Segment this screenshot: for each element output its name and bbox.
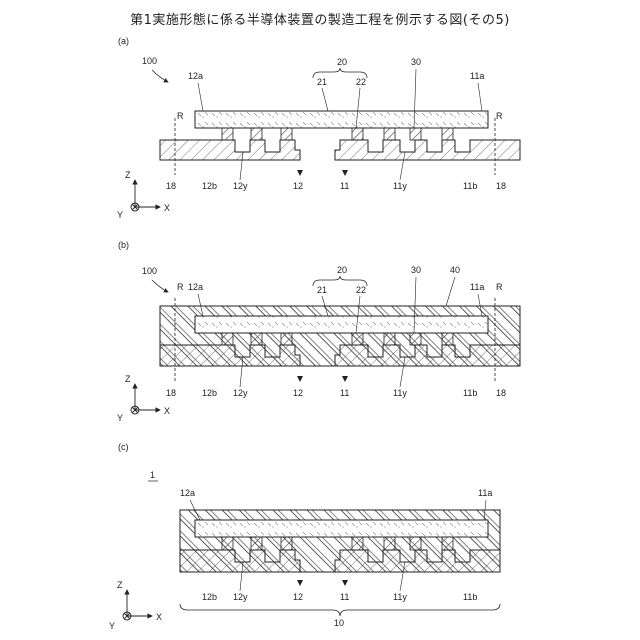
axis-y-a: Y	[117, 210, 123, 220]
panel-a: (a) 100 R R 12a 11a 20 21 22	[117, 36, 520, 220]
axis-triad-c: Z X Y	[109, 580, 162, 631]
label-22-a: 22	[356, 77, 366, 87]
label-12-a: 12	[293, 181, 303, 191]
axis-triad-b: Z X Y	[117, 374, 170, 423]
label-20-a: 20	[337, 57, 347, 67]
label-12y-b: 12y	[233, 388, 248, 398]
axis-z-c: Z	[117, 580, 123, 590]
label-18-right-a: 18	[496, 181, 506, 191]
label-12y-a: 12y	[233, 181, 248, 191]
substrate-11-b	[335, 345, 520, 366]
substrate-11	[335, 140, 520, 160]
label-12b-b: 12b	[202, 388, 217, 398]
substrate-11-c	[335, 550, 500, 572]
label-11a-a: 11a	[470, 71, 484, 81]
label-11a-b: 11a	[470, 282, 484, 292]
label-18-left-b: 18	[166, 388, 176, 398]
label-12a-b: 12a	[188, 282, 203, 292]
label-30-a: 30	[411, 57, 421, 67]
label-R-right-a: R	[496, 111, 503, 121]
label-12b-c: 12b	[202, 592, 217, 602]
label-11a-c: 11a	[478, 488, 492, 498]
axis-x-c: X	[156, 612, 162, 622]
label-12-b: 12	[293, 388, 303, 398]
label-12a-c: 12a	[180, 488, 195, 498]
label-12b-a: 12b	[202, 181, 217, 191]
panel-b-tag: (b)	[118, 240, 129, 250]
label-10-c: 10	[334, 618, 344, 628]
ref-1-c: 1	[150, 470, 155, 480]
panel-b: (b) 100 R R 12a 11a 20 21 22	[117, 240, 520, 423]
label-R-left-b: R	[177, 282, 184, 292]
axis-x-b: X	[164, 406, 170, 416]
label-12a-a: 12a	[188, 71, 203, 81]
brace-10	[180, 604, 500, 616]
label-12y-c: 12y	[233, 592, 248, 602]
axis-triad-a: Z X Y	[117, 170, 170, 220]
axis-y-c: Y	[109, 621, 115, 631]
ref-100-a: 100	[142, 56, 157, 66]
label-20-b: 20	[337, 265, 347, 275]
label-18-left-a: 18	[166, 181, 176, 191]
label-11-b: 11	[340, 388, 349, 398]
bumps-30	[222, 128, 453, 140]
axis-z-b: Z	[125, 374, 131, 384]
label-21-a: 21	[317, 77, 327, 87]
label-12-c: 12	[293, 592, 303, 602]
label-R-right-b: R	[496, 282, 503, 292]
label-40-b: 40	[450, 265, 460, 275]
panel-c-tag: (c)	[118, 442, 129, 452]
axis-y-b: Y	[117, 413, 123, 423]
label-21-b: 21	[317, 285, 327, 295]
cover-plate-20	[195, 111, 488, 128]
label-11b-a: 11b	[463, 181, 477, 191]
label-11b-c: 11b	[463, 592, 477, 602]
label-11-c: 11	[340, 592, 349, 602]
ref-100-a-arrow	[152, 70, 168, 82]
ref-100-b: 100	[142, 266, 157, 276]
label-22-b: 22	[356, 285, 366, 295]
substrate-12	[160, 140, 300, 160]
axis-z-a: Z	[125, 170, 131, 180]
panel-a-tag: (a)	[118, 36, 129, 46]
label-11y-a: 11y	[393, 181, 407, 191]
label-30-b: 30	[411, 265, 421, 275]
panel-c: (c) 1 12a 11a 12b 12y 12 11 11y 11b	[109, 442, 500, 631]
label-11-a: 11	[340, 181, 349, 191]
axis-x-a: X	[164, 203, 170, 213]
label-R-left-a: R	[177, 111, 184, 121]
label-18-right-b: 18	[496, 388, 506, 398]
label-11b-b: 11b	[463, 388, 477, 398]
label-11y-c: 11y	[393, 592, 407, 602]
label-11y-b: 11y	[393, 388, 407, 398]
